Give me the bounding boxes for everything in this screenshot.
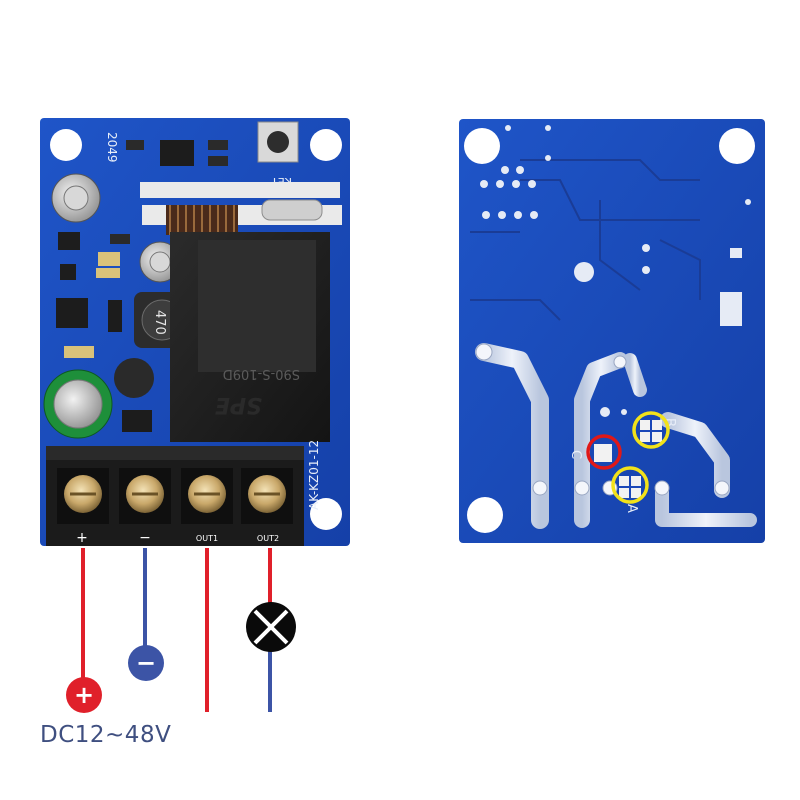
terminal-screws [57, 468, 293, 524]
positive-marker-icon [66, 677, 102, 713]
smd-component [98, 252, 120, 266]
mounting-hole [719, 128, 755, 164]
smd-component [58, 232, 80, 250]
supply-voltage-label: DC12~48V [40, 722, 172, 748]
ic-chip [160, 140, 194, 166]
highlight-circle-a [611, 466, 649, 504]
relay-brand-text: SPE [215, 392, 262, 417]
terminal-label-plus: + [76, 530, 88, 546]
smd-component [208, 156, 228, 166]
highlight-circle-c [586, 434, 622, 470]
lamp-icon-cross [253, 609, 289, 645]
negative-marker-symbol: − [136, 649, 156, 677]
pad-label-a: A [624, 504, 639, 513]
transistor [114, 358, 154, 398]
inductor-value-text: 470 [152, 310, 167, 335]
mounting-hole [464, 128, 500, 164]
smd-component [96, 268, 120, 278]
power-traces [475, 334, 757, 529]
smd-component [208, 140, 228, 150]
mounting-hole [310, 129, 342, 161]
smd-pad [720, 292, 742, 326]
wiring: + − [66, 548, 296, 713]
smd-component [122, 410, 152, 432]
terminal-label-out1: OUT1 [196, 534, 218, 543]
electrolytic-capacitor-top [149, 251, 171, 273]
back-board: B C A [459, 119, 765, 543]
antenna-coil-turns [169, 205, 235, 235]
electrolytic-capacitor-top [63, 185, 89, 211]
crystal [261, 199, 323, 221]
front-model-text: AK-KZ01-12 [307, 440, 321, 510]
terminal-label-minus: − [139, 530, 151, 546]
mounting-hole [467, 497, 503, 533]
positive-marker-symbol: + [74, 681, 94, 709]
highlight-circle-b [632, 411, 670, 449]
relay-face [198, 240, 316, 372]
pad-c-jumper [594, 444, 612, 462]
ic-chip [56, 298, 88, 328]
diode [108, 300, 122, 332]
front-serial-text: 2049 [105, 132, 119, 163]
rf-module-strip [140, 182, 340, 198]
relay-model-text: S90-S-109D [223, 366, 300, 381]
terminal-block-rail [46, 446, 304, 460]
key-button-cap [267, 131, 289, 153]
back-traces [470, 159, 701, 321]
smd-component [110, 234, 130, 244]
smd-component [60, 264, 76, 280]
pad-label-b: B [662, 418, 677, 427]
smd-component [126, 140, 144, 150]
solder-pads [480, 125, 751, 417]
pad-label-c: C [568, 450, 583, 459]
mounting-hole [50, 129, 82, 161]
smd-component [64, 346, 94, 358]
electrolytic-capacitor-top [53, 379, 103, 429]
smd-pad [730, 248, 742, 258]
solder-joints [475, 343, 730, 496]
mounting-hole [310, 498, 342, 530]
terminal-label-out2: OUT2 [257, 534, 279, 543]
front-board: 2049 KEY [40, 118, 350, 546]
negative-marker-icon [128, 645, 164, 681]
